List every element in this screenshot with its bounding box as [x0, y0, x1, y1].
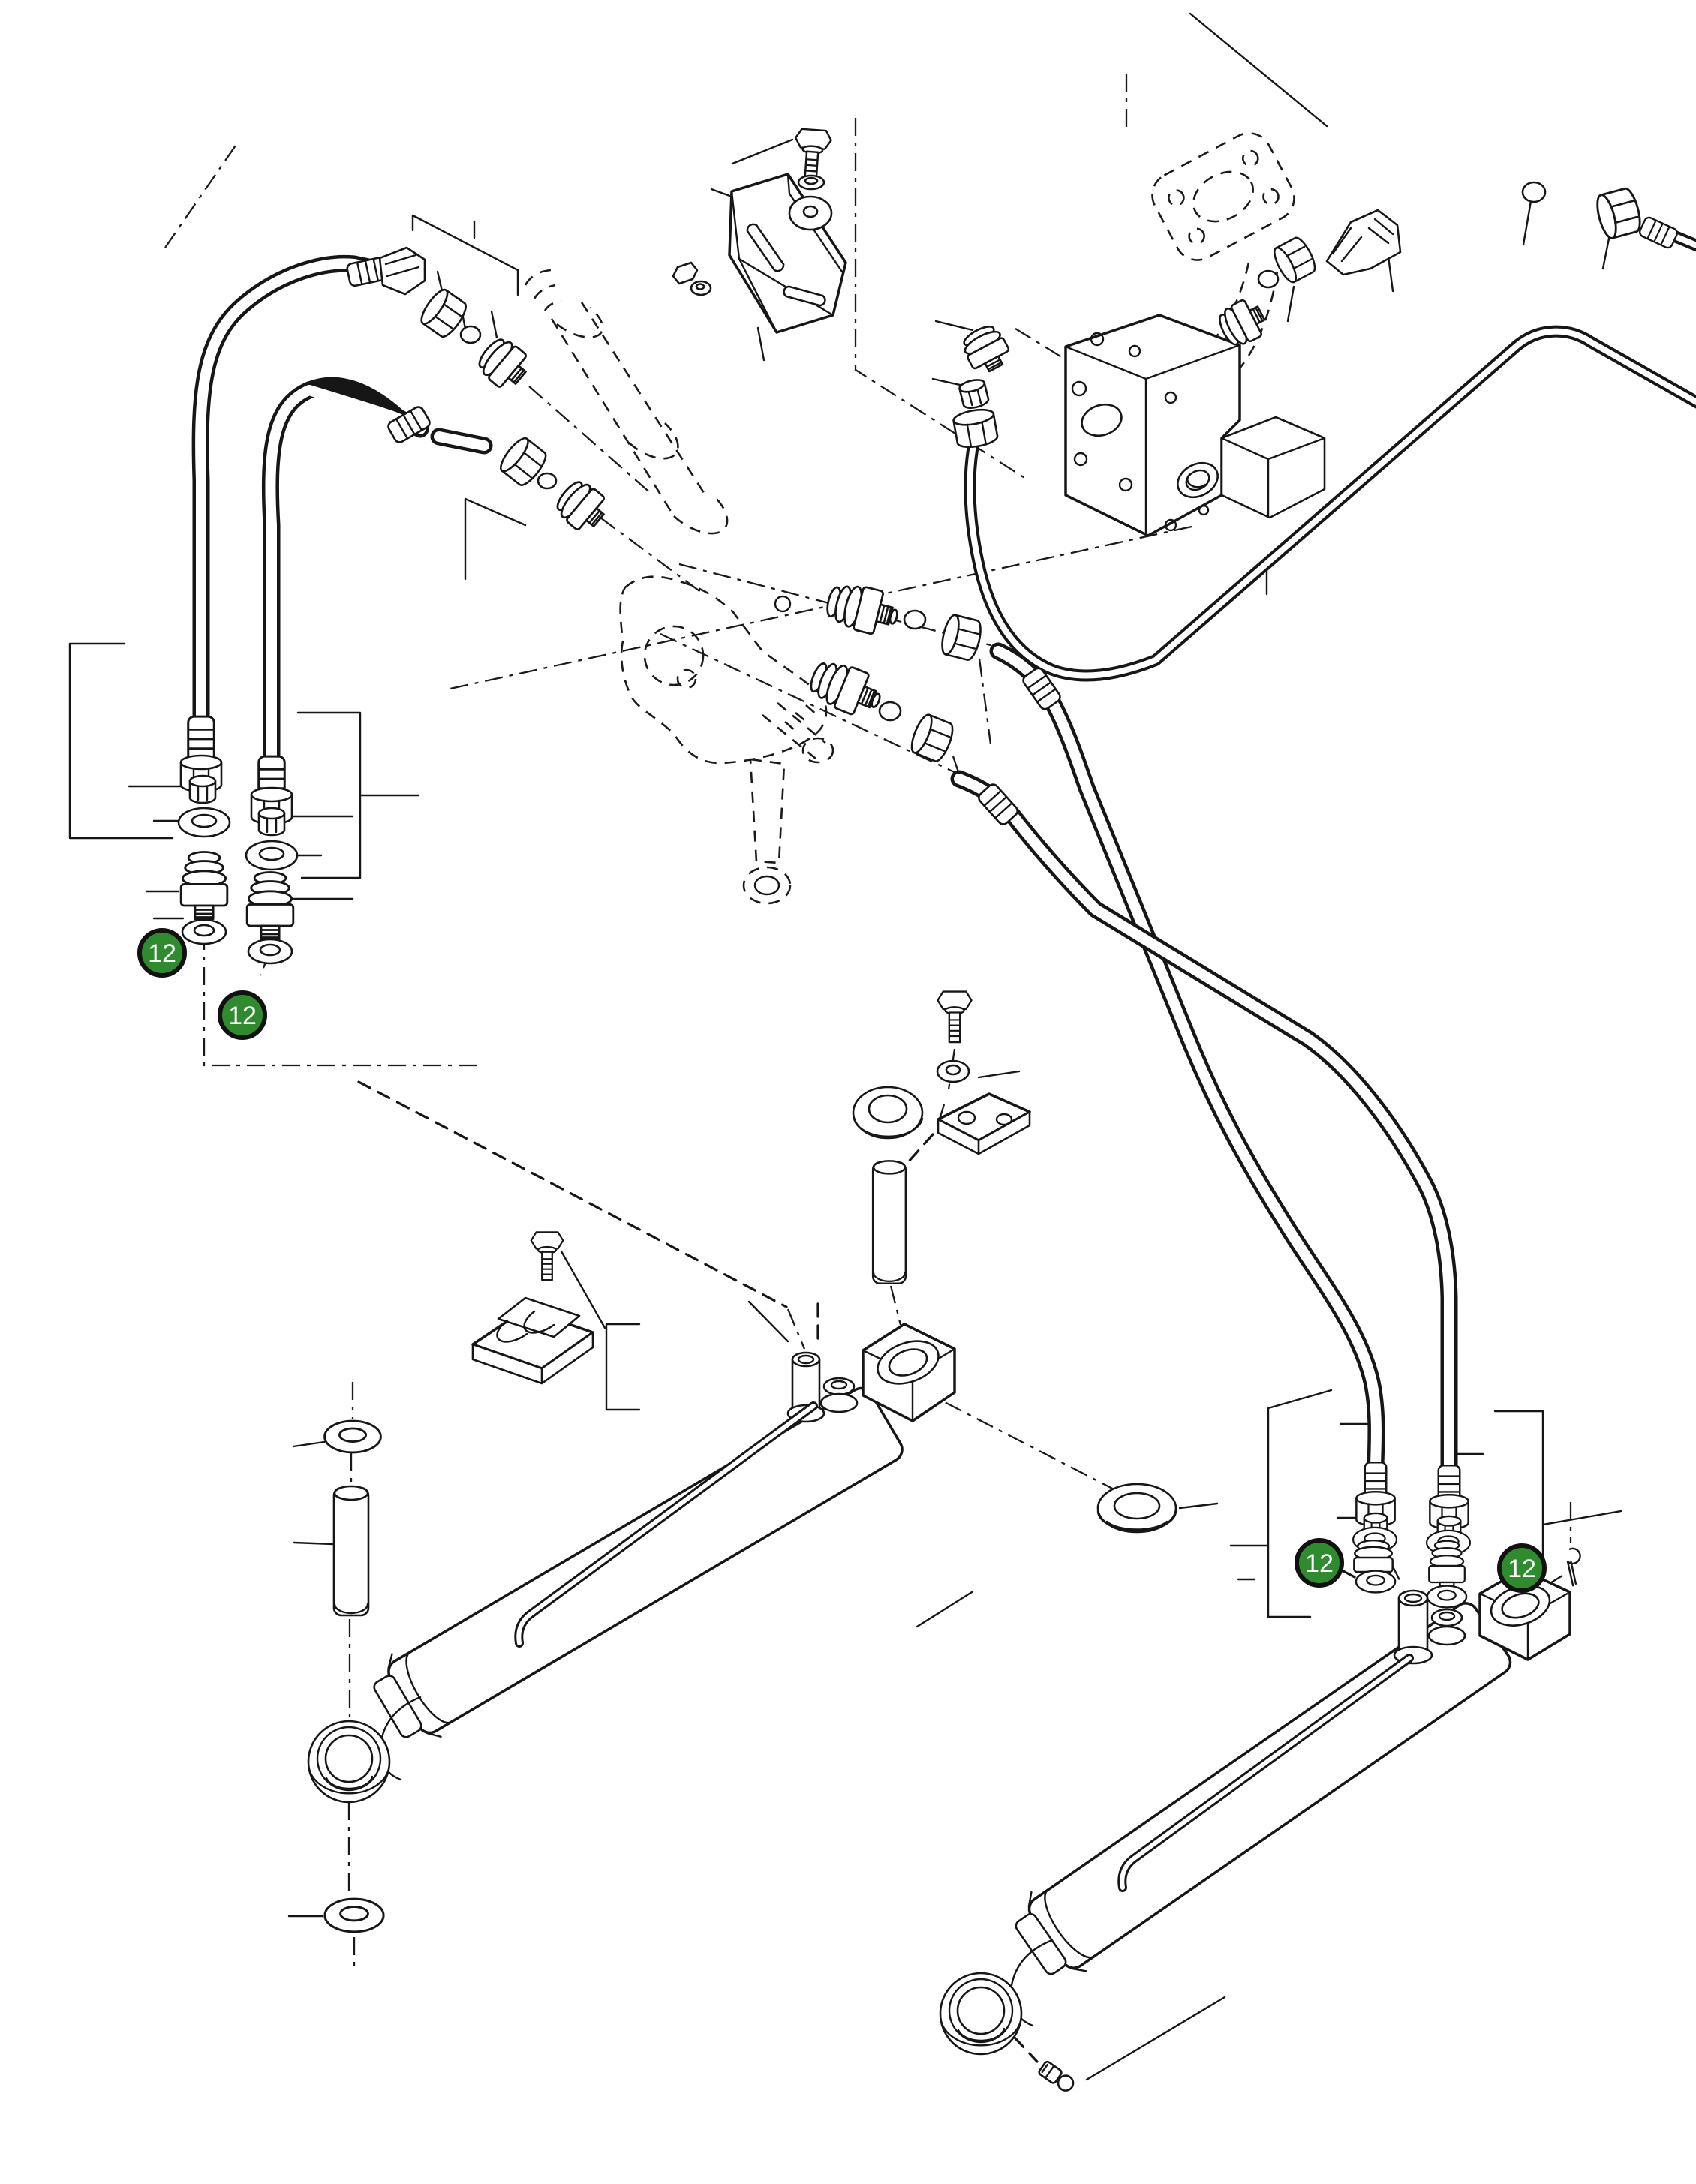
ball-bushing-right	[939, 1972, 1023, 2056]
retainer-washer	[936, 1059, 970, 1083]
part-marker-label: 12	[1508, 1555, 1536, 1583]
hose-cylinder-right-a	[989, 642, 1385, 1474]
valve-block	[1064, 314, 1326, 537]
steering-column	[524, 269, 729, 535]
cylinder-right-ports	[1393, 1589, 1466, 1665]
bracket-lock-washer	[797, 174, 825, 191]
elbow-fitting	[1325, 209, 1402, 276]
retaining-plate	[937, 1092, 1031, 1155]
retainer-bolt	[937, 990, 973, 1044]
hose-left-rear	[261, 377, 493, 791]
hose-left-front	[191, 254, 399, 783]
pin-washer-center	[852, 1086, 924, 1140]
bearing-ring-left	[1096, 1483, 1177, 1534]
steering-cylinder-left	[307, 990, 1177, 1933]
pin-washer-left	[323, 1419, 382, 1454]
hose-end-fitting-stack-left-2	[245, 755, 299, 965]
gear-housing	[619, 575, 834, 765]
cylinder-left-barrel	[387, 1386, 904, 1735]
pitman-arm	[742, 758, 792, 905]
steering-gear	[524, 269, 985, 905]
part-marker-12-4[interactable]: 12	[1497, 1543, 1547, 1593]
cylinder-pin-left	[332, 1485, 370, 1617]
mounting-bracket-assembly	[672, 128, 847, 334]
seal-washer-left	[323, 1897, 385, 1933]
block-left-port-fittings	[951, 320, 1015, 451]
part-marker-label: 12	[1305, 1549, 1334, 1578]
part-marker-label: 12	[148, 939, 176, 968]
part-marker-12-1[interactable]: 12	[137, 928, 187, 978]
bracket-flat-washer	[788, 195, 833, 231]
elbow-fitting-left	[378, 246, 426, 296]
hose-left-front-chain	[378, 246, 536, 395]
cylinder-left-head	[862, 1323, 956, 1422]
gear-port-fitting-a	[822, 578, 985, 663]
hose-end-fitting-stack-right-2	[1425, 1465, 1472, 1609]
cylinder-right-barrel	[1027, 1602, 1512, 1969]
part-marker-12-2[interactable]: 12	[218, 990, 267, 1040]
part-markers: 12 12 12 12	[137, 928, 1547, 1593]
part-marker-circle[interactable]	[137, 928, 187, 978]
cylinder-left-ports	[786, 1351, 859, 1423]
flange-gasket	[1151, 132, 1295, 261]
cotter-pin	[1566, 1547, 1581, 1587]
hose-left-rear-chain	[495, 434, 614, 538]
part-marker-circle[interactable]	[218, 990, 267, 1040]
cylinder-pin-center	[871, 1160, 907, 1284]
hose-cylinder-right-b	[950, 770, 1458, 1478]
callout-brackets	[68, 12, 1622, 2081]
part-marker-12-3[interactable]: 12	[1295, 1538, 1344, 1588]
valve-block-assembly	[951, 132, 1680, 537]
ball-bushing-left	[307, 1720, 391, 1804]
bracket-nut-washer-left	[672, 261, 712, 296]
gear-port-fitting-b	[804, 653, 958, 765]
block-right-chain	[1213, 181, 1680, 352]
mounting-bracket	[728, 173, 847, 334]
steering-cylinder-right	[939, 1547, 1581, 2092]
hose-end-fitting-stack-right-1	[1352, 1462, 1398, 1594]
part-marker-circle[interactable]	[1497, 1543, 1547, 1593]
hose-end-fitting-stack-left-1	[177, 715, 231, 945]
clamp-plate	[471, 1296, 594, 1385]
part-marker-circle[interactable]	[1295, 1538, 1344, 1588]
grease-fitting	[1038, 2060, 1075, 2092]
clamp-bolt	[530, 1231, 564, 1281]
part-marker-label: 12	[228, 1002, 257, 1030]
